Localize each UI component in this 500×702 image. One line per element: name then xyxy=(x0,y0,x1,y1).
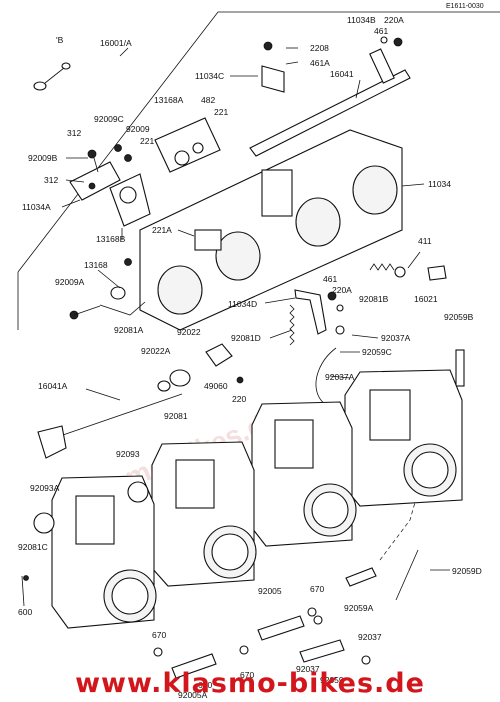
label-220a-mid: 220A xyxy=(332,285,352,295)
label-16041a: 16041A xyxy=(38,381,68,391)
label-16021: 16021 xyxy=(414,294,438,304)
label-482: 482 xyxy=(201,95,215,105)
label-92081d: 92081D xyxy=(231,333,261,343)
label-92037a: 92037A xyxy=(381,333,411,343)
cable-hook-part xyxy=(33,62,71,91)
label-221-right: 221 xyxy=(214,107,228,117)
label-92059a: 92059A xyxy=(344,603,374,613)
joint-pipes xyxy=(23,549,419,679)
spring-92081b xyxy=(369,263,447,281)
label-411: 411 xyxy=(418,236,432,246)
label-92093: 92093 xyxy=(116,449,140,459)
label-92005: 92005 xyxy=(258,586,282,596)
lever-11034a xyxy=(69,161,151,227)
screws-left xyxy=(69,41,273,320)
carburetor-body-4 xyxy=(344,369,463,507)
throttle-lever-13168a xyxy=(154,65,285,173)
footer-banner: www.klasmo-bikes.de xyxy=(0,664,500,702)
label-92081b: 92081B xyxy=(359,294,389,304)
label-92059d: 92059D xyxy=(452,566,482,576)
link-plate-11034 xyxy=(139,129,403,331)
label-92081c: 92081C xyxy=(18,542,48,552)
label-11034d: 11034D xyxy=(228,299,257,309)
label-92059: 92059 xyxy=(320,675,344,685)
label-92009b: 92009B xyxy=(28,153,58,163)
label-11034a: 11034A xyxy=(22,202,51,212)
label-92022a: 92022A xyxy=(141,346,171,356)
carburetor-body-3 xyxy=(251,401,357,547)
label-670-a: 670 xyxy=(310,584,324,594)
label-221-left: 221 xyxy=(140,136,154,146)
label-11034c: 11034C xyxy=(195,71,224,81)
label-92059c: 92059C xyxy=(362,347,392,357)
label-220a: 220A xyxy=(384,15,404,25)
label-92009a: 92009A xyxy=(55,277,85,287)
label-312-b: 312 xyxy=(44,175,58,185)
label-461: 461 xyxy=(374,26,388,36)
carburetor-body-1 xyxy=(33,475,157,629)
leader-lines xyxy=(21,47,450,607)
footer-url[interactable]: www.klasmo-bikes.de xyxy=(75,668,425,699)
carburetor-body-2 xyxy=(151,441,257,587)
label-2208: 2208 xyxy=(310,43,329,53)
label-92081: 92081 xyxy=(164,411,188,421)
label-13168a: 13168A xyxy=(154,95,184,105)
label-312: 312 xyxy=(67,128,81,138)
choke-rod-16041a xyxy=(37,393,183,459)
label-670-c: 670 xyxy=(240,670,254,680)
cap-49060 xyxy=(157,343,244,392)
label-92009c: 92009C xyxy=(94,114,124,124)
label-b: 'B xyxy=(56,35,64,45)
spring-13168 xyxy=(99,286,146,316)
reference-code: E1611-0030 xyxy=(446,3,484,10)
label-221a: 221A xyxy=(152,225,172,235)
label-11034: 11034 xyxy=(428,179,451,189)
label-461-mid: 461 xyxy=(323,274,337,284)
label-92059b: 92059B xyxy=(444,312,474,322)
label-92093a: 92093A xyxy=(30,483,60,493)
label-92037-b: 92037 xyxy=(296,664,320,674)
label-92081a: 92081A xyxy=(114,325,144,335)
choke-shaft-top xyxy=(249,36,411,157)
label-92022: 92022 xyxy=(177,327,201,337)
label-16041: 16041 xyxy=(330,69,354,79)
bracket-11034d xyxy=(289,289,344,346)
label-461a: 461A xyxy=(310,58,330,68)
label-13168b: 13168B xyxy=(96,234,126,244)
label-670-d: 670 xyxy=(198,680,212,690)
label-92037a-2: 92037A xyxy=(325,372,355,382)
label-670-b: 670 xyxy=(152,630,166,640)
label-49060: 49060 xyxy=(204,381,228,391)
label-16001a: 16001/A xyxy=(100,38,132,48)
label-92037: 92037 xyxy=(358,632,382,642)
label-11034b: 11034B xyxy=(347,15,376,25)
label-220: 220 xyxy=(232,394,246,404)
label-600: 600 xyxy=(18,607,32,617)
label-92005a: 92005A xyxy=(178,690,208,700)
label-92009: 92009 xyxy=(126,124,150,134)
label-13168: 13168 xyxy=(84,260,108,270)
